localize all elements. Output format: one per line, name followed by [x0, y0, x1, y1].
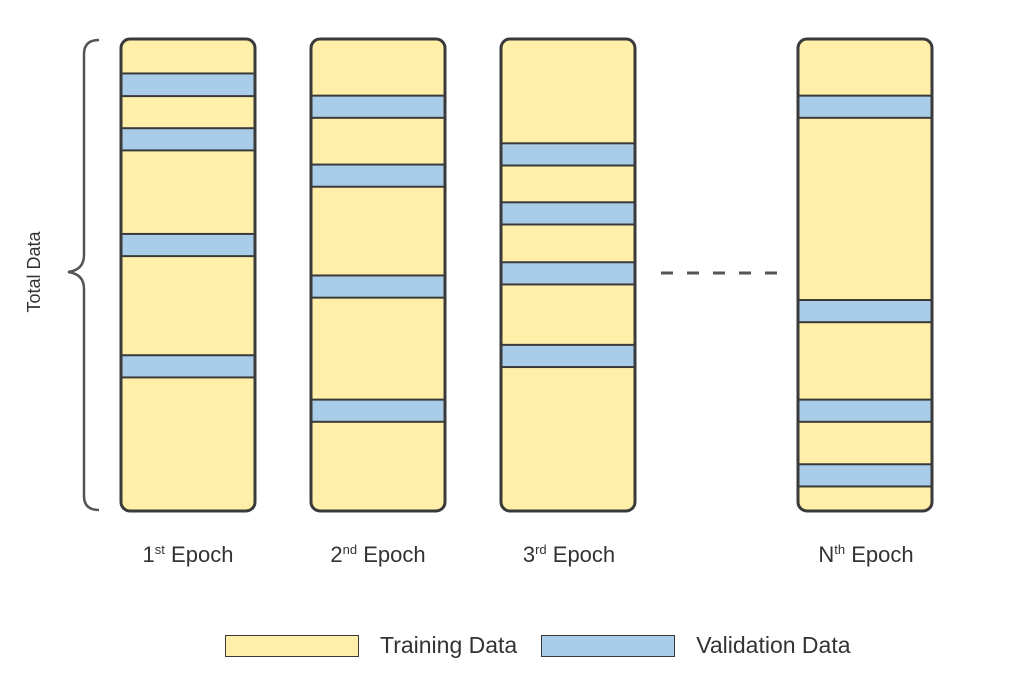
validation-data-band [798, 398, 932, 423]
validation-data-band [798, 463, 932, 488]
validation-data-band [121, 232, 255, 258]
validation-data-band [311, 163, 445, 188]
validation-data-band [311, 94, 445, 119]
epoch-column-2 [309, 37, 447, 513]
total-data-label: Total Data [24, 230, 44, 312]
epoch-label-2: 2nd Epoch [330, 542, 426, 567]
epoch-label-1: 1st Epoch [142, 542, 234, 567]
validation-data-band [311, 274, 445, 299]
column-border [309, 37, 447, 513]
training-data-block [798, 39, 932, 511]
validation-data-band [121, 127, 255, 152]
epoch-label-n: Nth Epoch [818, 542, 914, 567]
validation-data-band [501, 343, 635, 369]
validation-data-band [798, 299, 932, 324]
validation-data-band [501, 261, 635, 286]
validation-data-band [501, 142, 635, 167]
validation-data-band [501, 201, 635, 226]
column-border [499, 37, 637, 513]
legend-swatch-validation [541, 634, 676, 657]
total-data-brace [67, 38, 100, 512]
epoch-column-3 [499, 37, 637, 513]
validation-data-band [798, 94, 932, 119]
validation-data-band [121, 354, 255, 379]
legend-label-training: Training Data [380, 632, 518, 658]
epoch-columns [119, 37, 934, 513]
validation-data-band [311, 398, 445, 423]
training-data-block [121, 39, 255, 511]
epoch-column-4 [796, 37, 934, 513]
validation-data-band [121, 72, 255, 98]
legend-swatch-training [225, 634, 359, 657]
epoch-label-3: 3rd Epoch [522, 542, 616, 567]
column-border [119, 37, 257, 513]
epoch-column-1 [119, 37, 257, 513]
legend-label-validation: Validation Data [696, 632, 851, 658]
legend: Training Data Validation Data [225, 632, 875, 659]
column-border [796, 37, 934, 513]
